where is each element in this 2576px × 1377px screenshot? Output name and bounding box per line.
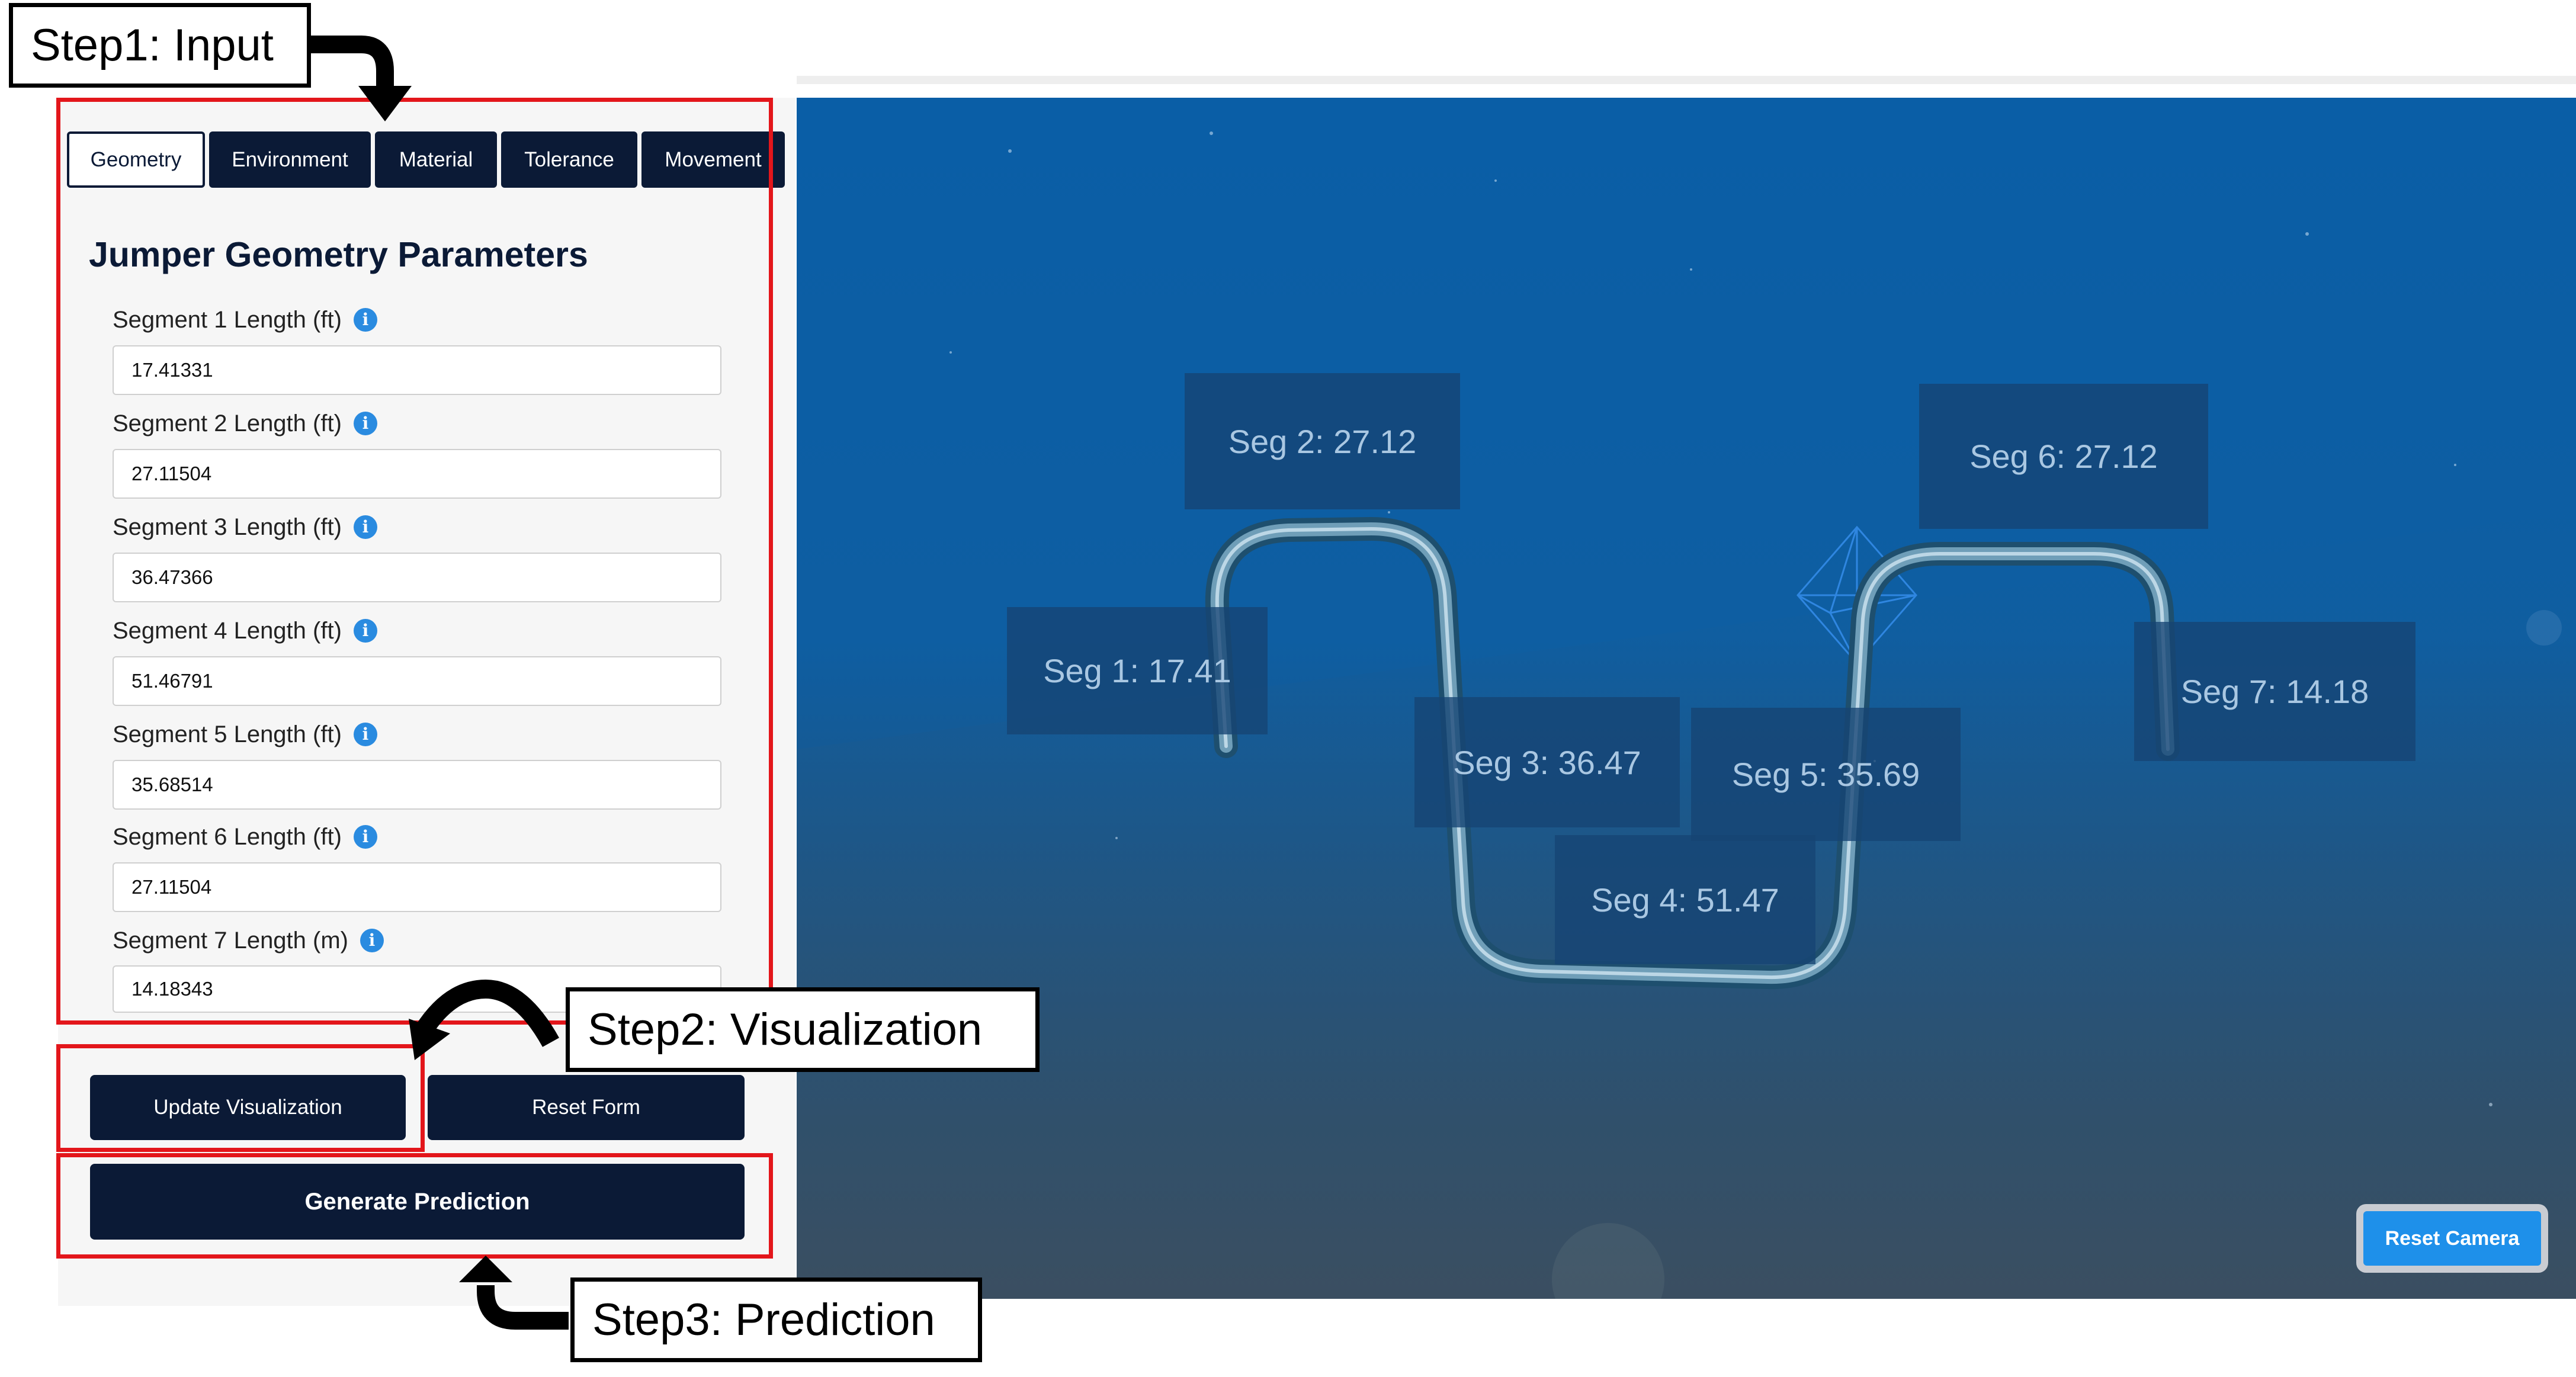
tab-tolerance[interactable]: Tolerance (501, 131, 637, 188)
arrow-step2 (409, 979, 559, 1060)
field-label-text: Segment 2 Length (ft) (113, 410, 342, 436)
segment-label-1: Seg 1: 17.41 (1007, 607, 1268, 734)
arrow-step1 (308, 36, 412, 121)
arrow-step3 (459, 1256, 569, 1330)
top-divider (797, 76, 2576, 84)
info-icon[interactable]: i (353, 412, 377, 435)
tab-movement[interactable]: Movement (641, 131, 785, 188)
field-label-text: Segment 7 Length (m) (113, 927, 348, 954)
segment-3-input[interactable] (113, 553, 721, 602)
segment-label-2: Seg 2: 27.12 (1185, 373, 1460, 509)
segment-label-3: Seg 3: 36.47 (1414, 697, 1680, 827)
segment-6-input[interactable] (113, 862, 721, 912)
tab-environment[interactable]: Environment (209, 131, 371, 188)
info-icon[interactable]: i (353, 825, 377, 849)
info-icon[interactable]: i (353, 723, 377, 746)
info-icon[interactable]: i (353, 308, 377, 332)
generate-prediction-button[interactable]: Generate Prediction (90, 1164, 745, 1240)
segment-label-4: Seg 4: 51.47 (1555, 835, 1815, 964)
info-icon[interactable]: i (353, 619, 377, 643)
field-label-text: Segment 1 Length (ft) (113, 307, 342, 333)
reset-camera-button[interactable]: Reset Camera (2363, 1211, 2541, 1266)
segment-1-label: Segment 1 Length (ft) i (113, 305, 377, 335)
3d-viewport[interactable]: Seg 1: 17.41 Seg 2: 27.12 Seg 3: 36.47 S… (797, 98, 2576, 1299)
update-visualization-button[interactable]: Update Visualization (90, 1075, 406, 1140)
segment-label-7: Seg 7: 14.18 (2134, 622, 2415, 761)
segment-4-input[interactable] (113, 656, 721, 706)
segment-label-6: Seg 6: 27.12 (1919, 384, 2208, 529)
segment-5-input[interactable] (113, 760, 721, 810)
field-label-text: Segment 3 Length (ft) (113, 514, 342, 540)
field-label-text: Segment 5 Length (ft) (113, 721, 342, 747)
segment-7-label: Segment 7 Length (m) i (113, 926, 384, 955)
segment-2-label: Segment 2 Length (ft) i (113, 409, 377, 438)
edge-sphere (2526, 610, 2562, 646)
jumper-pipe (1205, 517, 2180, 990)
segment-5-label: Segment 5 Length (ft) i (113, 720, 377, 749)
tab-geometry[interactable]: Geometry (67, 131, 205, 188)
panel-title: Jumper Geometry Parameters (89, 235, 588, 274)
tab-material[interactable]: Material (375, 131, 497, 188)
segment-label-5: Seg 5: 35.69 (1691, 708, 1961, 841)
step2-callout: Step2: Visualization (566, 987, 1040, 1072)
reset-form-button[interactable]: Reset Form (428, 1075, 745, 1140)
bottom-sphere (1552, 1223, 1664, 1299)
segment-4-label: Segment 4 Length (ft) i (113, 616, 377, 646)
segment-2-input[interactable] (113, 449, 721, 499)
info-icon[interactable]: i (360, 929, 384, 952)
step3-callout: Step3: Prediction (570, 1278, 982, 1362)
segment-1-input[interactable] (113, 345, 721, 395)
info-icon[interactable]: i (353, 515, 377, 539)
step1-callout: Step1: Input (9, 3, 311, 88)
field-label-text: Segment 4 Length (ft) (113, 618, 342, 644)
segment-6-label: Segment 6 Length (ft) i (113, 822, 377, 852)
field-label-text: Segment 6 Length (ft) (113, 824, 342, 850)
segment-3-label: Segment 3 Length (ft) i (113, 512, 377, 542)
